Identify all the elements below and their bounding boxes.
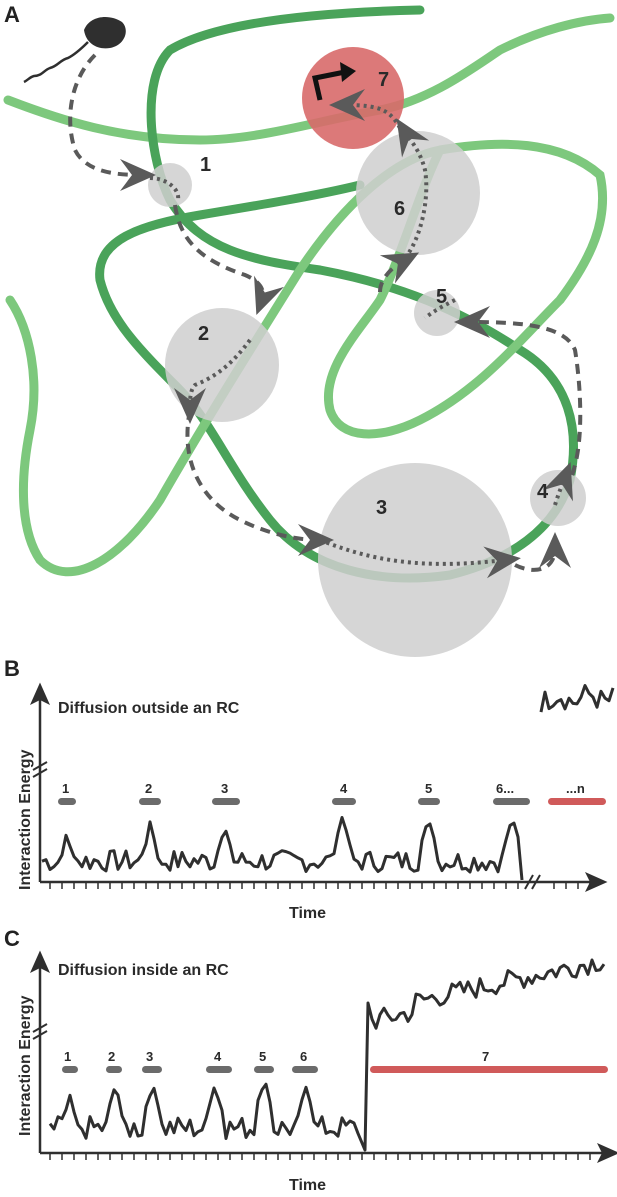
site-2 <box>165 308 279 422</box>
final-event-bar <box>548 798 606 805</box>
reaction-arrow-head-icon <box>340 62 356 82</box>
path-2-to-3 <box>185 409 334 556</box>
site-label-7: 7 <box>378 69 389 91</box>
reaction-arrow-icon <box>311 69 346 101</box>
event-bar <box>106 1066 122 1073</box>
event-bar <box>58 798 76 805</box>
event-label: 5 <box>425 781 432 796</box>
dot-path-6 <box>396 118 430 260</box>
dot-path-2 <box>174 338 252 424</box>
final-event-label: ...n <box>566 781 585 796</box>
path-1-to-2 <box>173 204 284 315</box>
panel-b-events: 1 2 3 4 5 6... ...n <box>58 781 606 805</box>
final-event-label: 7 <box>482 1049 489 1064</box>
panel-c-ylabel: Interaction Energy <box>17 995 34 1136</box>
event-bar <box>206 1066 232 1073</box>
panel-b-y-axis-break <box>32 761 48 778</box>
panel-b-x-ticks <box>49 882 591 889</box>
panel-a: A <box>3 2 615 657</box>
event-label: 3 <box>221 781 228 796</box>
path-4-to-5 <box>454 306 583 476</box>
event-bar <box>62 1066 78 1073</box>
panel-b-x-axis-break <box>524 874 541 890</box>
dot-path-4 <box>542 462 573 506</box>
fiber-3 <box>5 139 608 577</box>
bacterium-icon <box>23 17 126 84</box>
dot-path-5 <box>423 298 456 320</box>
panel-b-bound-trace <box>539 684 615 713</box>
site-label-5: 5 <box>436 286 447 308</box>
panel-c-xlabel: Time <box>289 1177 326 1194</box>
event-label: 3 <box>146 1049 153 1064</box>
site-labels: 1 2 3 4 5 6 7 <box>198 69 549 519</box>
panel-b: B Diffusion outside an RC Interaction En… <box>4 656 615 922</box>
site-6 <box>356 131 480 255</box>
event-label: 4 <box>340 781 348 796</box>
site-3 <box>318 463 512 657</box>
panel-c-events: 1 2 3 4 5 6 7 <box>62 1049 608 1073</box>
confined-path <box>149 89 573 579</box>
panel-b-ylabel: Interaction Energy <box>17 749 34 890</box>
panel-c-y-axis-break <box>32 1023 48 1040</box>
panel-b-title: Diffusion outside an RC <box>58 700 240 717</box>
event-bar <box>493 798 530 805</box>
event-bar <box>254 1066 274 1073</box>
panel-c-x-ticks <box>49 1153 591 1160</box>
path-5-to-6 <box>378 252 420 293</box>
dot-path-1 <box>149 176 181 201</box>
panel-c-energy-trace <box>48 958 606 1152</box>
event-bar <box>212 798 240 805</box>
path-start-to-1 <box>68 53 156 191</box>
final-event-bar <box>370 1066 608 1073</box>
event-bar <box>332 798 356 805</box>
path-3-to-4 <box>514 532 571 572</box>
event-label: 6 <box>300 1049 307 1064</box>
site-5 <box>414 290 460 336</box>
event-label: 1 <box>64 1049 71 1064</box>
event-label: 2 <box>145 781 152 796</box>
event-bar <box>292 1066 318 1073</box>
event-label: 1 <box>62 781 69 796</box>
event-label: 5 <box>259 1049 266 1064</box>
site-label-1: 1 <box>200 154 211 176</box>
event-label: 4 <box>214 1049 222 1064</box>
event-label: 6... <box>496 781 514 796</box>
panel-b-xlabel: Time <box>289 905 326 922</box>
event-bar <box>142 1066 162 1073</box>
site-label-6: 6 <box>394 198 405 220</box>
panel-c: C Diffusion inside an RC Interaction Ene… <box>4 926 617 1194</box>
panel-a-label: A <box>4 2 20 27</box>
panel-b-label: B <box>4 656 20 681</box>
event-bar <box>139 798 161 805</box>
sites <box>148 47 586 657</box>
event-bar <box>418 798 440 805</box>
panel-c-title: Diffusion inside an RC <box>58 962 229 979</box>
site-label-2: 2 <box>198 323 209 345</box>
panel-b-energy-trace <box>41 816 524 881</box>
event-label: 2 <box>108 1049 115 1064</box>
site-label-3: 3 <box>376 497 387 519</box>
site-label-4: 4 <box>537 481 549 503</box>
panel-c-label: C <box>4 926 20 951</box>
